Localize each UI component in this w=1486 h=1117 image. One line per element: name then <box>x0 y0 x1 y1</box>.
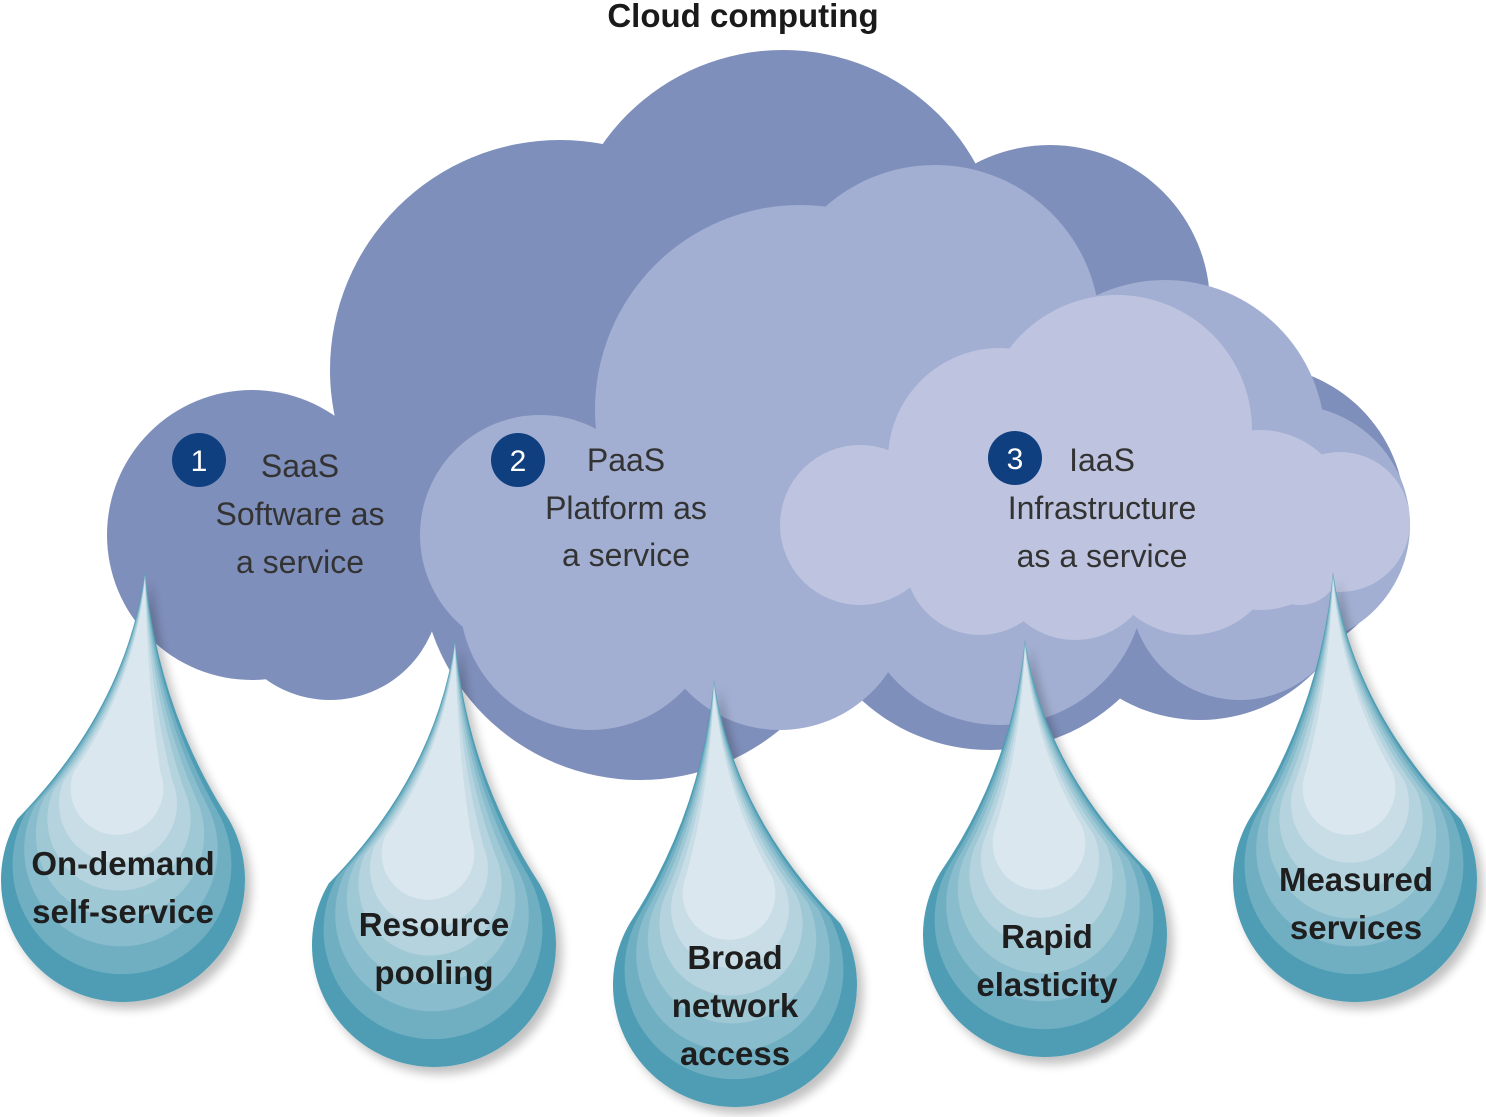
raindrop-ring <box>70 580 164 835</box>
raindrop-ring <box>992 648 1086 890</box>
service-name-line-2: a service <box>236 544 364 580</box>
service-name-line-1: Infrastructure <box>1008 490 1197 526</box>
raindrop-shape <box>613 680 858 1107</box>
drop-resource-pooling: Resource pooling <box>311 640 556 1067</box>
drop-label-line-2: network <box>672 987 799 1024</box>
raindrop-shape <box>1 572 246 1002</box>
drop-label-line-1: Measured <box>1279 861 1433 898</box>
service-number-badge <box>491 433 545 487</box>
service-name-line-2: a service <box>562 537 690 573</box>
drop-label-line-1: Resource <box>359 906 509 943</box>
service-name-line-1: Software as <box>216 496 385 532</box>
raindrop-shape <box>1232 572 1477 1002</box>
drop-broad-network-access: Broad network access <box>613 680 858 1107</box>
service-abbreviation: SaaS <box>261 448 339 484</box>
raindrop-shape <box>922 640 1167 1057</box>
service-saas: 1 SaaS Software as a service <box>172 433 384 580</box>
service-iaas: 3 IaaS Infrastructure as a service <box>988 431 1196 574</box>
service-abbreviation: IaaS <box>1069 442 1135 478</box>
drop-label-line-2: self-service <box>32 893 214 930</box>
drop-label-line-2: services <box>1290 909 1422 946</box>
service-number: 2 <box>510 445 527 478</box>
diagram-title: Cloud computing <box>607 0 878 34</box>
service-number: 3 <box>1007 443 1024 476</box>
service-number-badge <box>172 433 226 487</box>
drop-label-line-1: On-demand <box>31 845 214 882</box>
service-name-line-2: as a service <box>1017 538 1188 574</box>
raindrop-ring <box>381 648 475 900</box>
service-number: 1 <box>191 445 208 478</box>
drop-label-line-2: pooling <box>374 954 493 991</box>
cloud-front-layer <box>780 295 1410 640</box>
drop-on-demand-self-service: On-demand self-service <box>1 572 246 1002</box>
service-paas: 2 PaaS Platform as a service <box>491 433 707 573</box>
drop-label-line-3: access <box>680 1035 790 1072</box>
drop-measured-services: Measured services <box>1232 572 1477 1002</box>
raindrop-ring <box>1302 580 1396 835</box>
service-number-badge <box>988 431 1042 485</box>
drop-label-line-2: elasticity <box>976 966 1118 1003</box>
raindrop-shape <box>311 640 556 1067</box>
drop-label-line-1: Broad <box>687 939 782 976</box>
service-abbreviation: PaaS <box>587 442 665 478</box>
raindrop-ring <box>682 688 776 940</box>
service-name-line-1: Platform as <box>545 490 707 526</box>
drop-label-line-1: Rapid <box>1001 918 1093 955</box>
drop-rapid-elasticity: Rapid elasticity <box>922 640 1167 1057</box>
